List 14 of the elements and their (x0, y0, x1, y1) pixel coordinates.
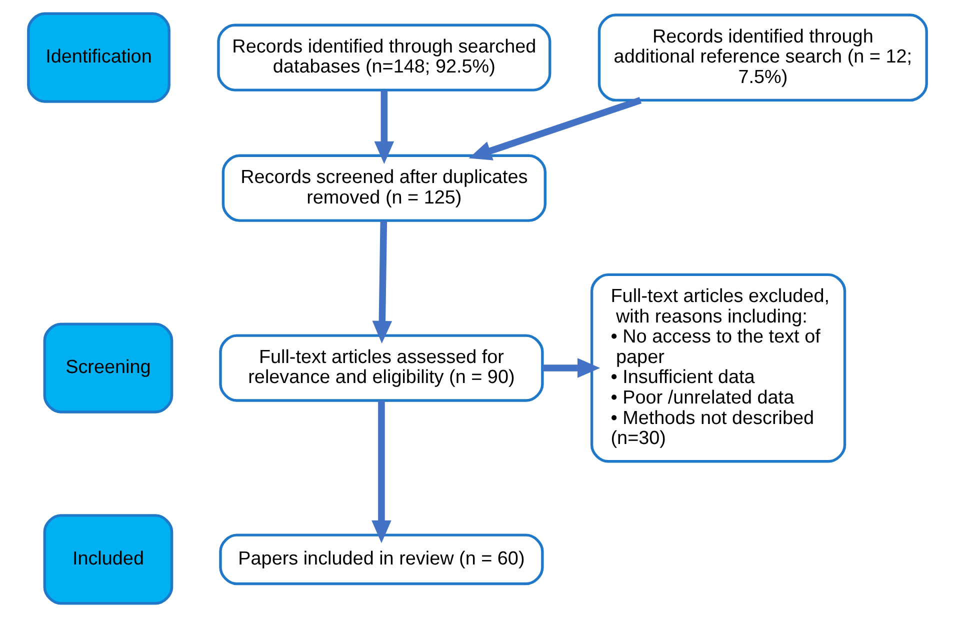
node-box: Full-text articles excluded, with reasons including: • No access to the text of paper • Insufficient data • Poor /unrelated data • Methods not described (n=30) (590, 273, 846, 463)
node-box: Records identified through additional reference search (n = 12; 7.5%) (597, 14, 928, 102)
node-box: Papers included in review (n = 60) (218, 534, 544, 586)
arrow (468, 97, 642, 160)
arrow (542, 358, 600, 378)
node-box: Full-text articles assessed for relevance and eligibility (n = 90) (218, 334, 544, 402)
node-box: Records screened after duplicates removed (n = 125) (221, 154, 546, 222)
node-box: Screening (42, 322, 173, 414)
arrow (372, 220, 392, 344)
arrow (374, 90, 394, 164)
arrow (371, 400, 391, 544)
node-box: Records identified through searched databases (n=148; 92.5%) (216, 24, 551, 92)
node-box: Identification (26, 12, 170, 103)
node-box: Included (42, 514, 173, 605)
